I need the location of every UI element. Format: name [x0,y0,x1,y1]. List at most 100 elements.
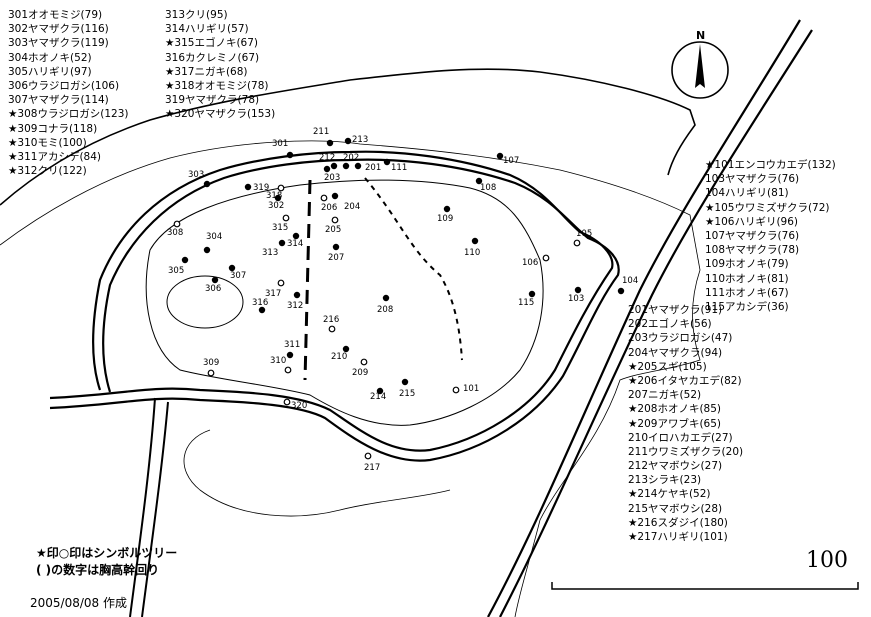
tree-point-311 [286,351,294,359]
tree-label-316: 316 [252,298,268,308]
north-arrow: N [671,29,729,99]
legend-entry: 306ウラジロガシ(106) [8,79,120,92]
tree-point-214 [376,387,384,395]
tree-point-203 [323,165,331,173]
tree-label-320: 320 [291,401,307,411]
legend-entry: 210イロハカエデ(27) [628,431,733,444]
tree-label-313: 313 [262,248,278,258]
legend-entry: 316カクレミノ(67) [165,51,260,64]
legend-entry: 304ホオノキ(52) [8,51,92,64]
tree-point-212 [330,162,338,170]
tree-label-314: 314 [287,239,303,249]
tree-label-209: 209 [352,368,368,378]
tree-label-107: 107 [503,156,519,166]
tree-label-201: 201 [365,163,381,173]
tree-point-211 [326,139,334,147]
ne-road [487,19,813,617]
tree-point-101 [452,386,460,394]
tree-point-305 [181,256,189,264]
tree-label-310: 310 [270,356,286,366]
legend-entry: ★308ウラジロガシ(123) [8,108,129,121]
legend-101-115: ★101エンコウカエデ(132)103ヤマザクラ(76)104ハリギリ(81)★… [705,158,836,314]
dashed-path-west [303,179,312,381]
tree-label-206: 206 [321,203,337,213]
tree-label-210: 210 [331,352,347,362]
tree-point-216 [328,325,336,333]
tree-point-318 [277,184,285,192]
tree-point-314 [292,232,300,240]
tree-label-106: 106 [522,258,538,268]
tree-point-104 [617,287,625,295]
legend-entry: 204ヤマザクラ(94) [628,346,723,359]
girth-note: ( )の数字は胸高幹回り [36,563,160,577]
tree-label-212: 212 [319,153,335,163]
tree-point-317 [277,279,285,287]
tree-point-315 [282,214,290,222]
tree-point-319 [244,183,252,191]
legend-entry: 103ヤマザクラ(76) [705,173,800,186]
legend-entry: ★318オオモミジ(78) [165,79,269,92]
scale-value: 100 [806,548,848,573]
legend-entry: ★106ハリギリ(96) [705,215,799,228]
tree-label-305: 305 [168,266,184,276]
tree-label-115: 115 [518,298,534,308]
legend-entry: ★206イタヤカエデ(82) [628,374,742,387]
tree-point-213 [344,137,352,145]
tree-label-211: 211 [313,127,329,137]
legend-entry: 203ウラジロガシ(47) [628,332,733,345]
tree-point-312 [293,291,301,299]
tree-point-316 [258,306,266,314]
tree-label-207: 207 [328,253,344,263]
legend-entry: ★320ヤマザクラ(153) [165,108,276,121]
legend-entry: 202エゴノキ(56) [628,318,712,331]
tree-label-104: 104 [622,276,638,286]
tree-point-204 [331,192,339,200]
legend-entry: 201ヤマザクラ(91) [628,304,723,316]
tree-label-109: 109 [437,214,453,224]
tree-point-209 [360,358,368,366]
tree-point-302 [274,194,282,202]
tree-label-301: 301 [272,139,288,149]
tree-point-115 [528,290,536,298]
tree-label-111: 111 [391,163,407,173]
tree-label-205: 205 [325,225,341,235]
tree-point-313 [278,239,286,247]
tree-point-105 [573,239,581,247]
legend-entry: 104ハリギリ(81) [705,187,789,200]
legend-entry: 314ハリギリ(57) [165,23,249,36]
legend-entry: ★105ウワミズザクラ(72) [705,201,830,214]
tree-point-208 [382,294,390,302]
tree-point-310 [284,366,292,374]
legend-entry: 305ハリギリ(97) [8,65,92,78]
legend-entry: ★309コナラ(118) [8,122,98,135]
legend-entry: ★216スダジイ(180) [628,516,728,529]
tree-point-106 [542,254,550,262]
legend-entry: ★317ニガキ(68) [165,65,248,78]
tree-label-318: 318 [266,191,282,201]
tree-label-216: 216 [323,315,339,325]
tree-point-217 [364,452,372,460]
tree-point-111 [383,158,391,166]
dashed-path-east [364,177,463,361]
tree-point-205 [331,216,339,224]
north-label: N [696,29,705,42]
tree-label-214: 214 [370,392,386,402]
tree-label-302: 302 [268,201,284,211]
tree-label-319: 319 [253,183,269,193]
tree-label-311: 311 [284,340,300,350]
scale-bar [551,582,859,590]
tree-label-103: 103 [568,294,584,304]
tree-label-315: 315 [272,223,288,233]
tree-point-103 [574,286,582,294]
legend-entry: 107ヤマザクラ(76) [705,229,800,242]
legend-entry: 115アカシデ(36) [705,300,789,313]
tree-label-217: 217 [364,463,380,473]
legend-entry: ★214ケヤキ(52) [628,488,711,501]
south-bank [183,429,451,517]
river-line [0,68,696,206]
tree-label-108: 108 [480,183,496,193]
legend-entry: ★101エンコウカエデ(132) [705,159,836,171]
tree-label-303: 303 [188,170,204,180]
tree-label-306: 306 [205,284,221,294]
legend-entry: 319ヤマザクラ(78) [165,94,260,107]
